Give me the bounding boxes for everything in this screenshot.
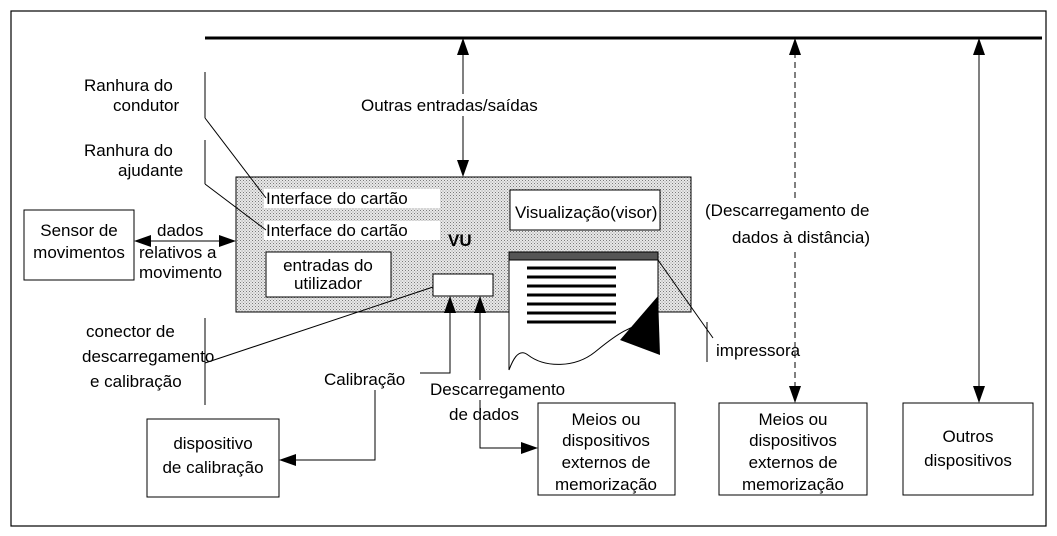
remote-label-2: dados à distância) xyxy=(732,228,870,247)
card-interface-2-box xyxy=(264,221,440,240)
calibration-device-label-1: dispositivo xyxy=(173,434,252,453)
connector-label-2: descarregamento xyxy=(82,347,214,366)
driver-slot-leader xyxy=(204,117,267,199)
display-box xyxy=(509,189,661,231)
other-io-label-bg xyxy=(355,94,570,116)
external-storage-2-label-4: memorização xyxy=(742,475,844,494)
user-inputs-label-1: entradas do xyxy=(283,256,373,275)
external-storage-1-label-1: Meios ou xyxy=(572,410,641,429)
external-storage-2-label-1: Meios ou xyxy=(759,410,828,429)
arrowhead xyxy=(219,235,236,247)
card-interface-2-label: Interface do cartão xyxy=(266,221,408,240)
download-label-1: Descarregamento xyxy=(430,380,565,399)
connector-label-1: conector de xyxy=(86,322,175,341)
motion-sensor-box xyxy=(23,209,135,281)
calibration-device-label-2: de calibração xyxy=(162,458,263,477)
other-devices-label-2: dispositivos xyxy=(924,451,1012,470)
external-storage-2-label-2: dispositivos xyxy=(749,431,837,450)
external-storage-box-1 xyxy=(537,402,676,496)
other-devices-label-1: Outros xyxy=(942,427,993,446)
arrowhead xyxy=(444,296,456,313)
printer-leader xyxy=(657,259,714,339)
display-label: Visualização(visor) xyxy=(515,203,657,222)
remote-label-bg xyxy=(702,200,932,248)
printer-label: impressora xyxy=(716,341,801,360)
paper-curl xyxy=(620,296,660,355)
other-devices-box xyxy=(902,402,1034,496)
external-storage-1-label-4: memorização xyxy=(555,475,657,494)
arrowhead xyxy=(457,38,469,55)
arrowhead xyxy=(474,296,486,313)
arrowhead xyxy=(134,235,151,247)
user-inputs-box xyxy=(265,251,392,298)
vu-label: VU xyxy=(448,231,472,250)
driver-slot-label-2: condutor xyxy=(113,96,179,115)
download-connector-box xyxy=(432,273,494,297)
arrowhead xyxy=(521,442,538,454)
arrowhead xyxy=(973,386,985,403)
codriver-slot-leader xyxy=(204,183,267,231)
calibration-label-bg xyxy=(322,368,420,390)
download-path xyxy=(479,312,521,449)
connector-leader xyxy=(204,286,434,364)
codriver-slot-label-1: Ranhura do xyxy=(84,141,173,160)
external-storage-1-label-2: dispositivos xyxy=(562,431,650,450)
motion-data-label-2: relativos a xyxy=(139,243,217,262)
arrowhead xyxy=(279,454,296,466)
motion-sensor-label-1: Sensor de xyxy=(40,221,118,240)
external-storage-box-2 xyxy=(718,402,868,496)
arrowhead xyxy=(789,386,801,403)
download-label-bg xyxy=(428,380,600,400)
arrowhead xyxy=(789,38,801,55)
download-label-2: de dados xyxy=(449,405,519,424)
external-storage-1-label-3: externos de xyxy=(562,453,651,472)
calibration-device-box xyxy=(146,418,280,498)
motion-data-label-1: dados xyxy=(157,221,203,240)
connector-label-3: e calibração xyxy=(90,372,182,391)
printer-slot xyxy=(508,251,659,261)
other-io-label: Outras entradas/saídas xyxy=(361,96,538,115)
codriver-slot-label-2: ajudante xyxy=(118,161,183,180)
remote-label-1: (Descarregamento de xyxy=(705,201,869,220)
motion-sensor-label-2: movimentos xyxy=(33,243,125,262)
arrowhead xyxy=(973,38,985,55)
motion-data-label-3: movimento xyxy=(139,263,222,282)
driver-slot-label-1: Ranhura do xyxy=(84,76,173,95)
external-storage-2-label-3: externos de xyxy=(749,453,838,472)
calibration-label: Calibração xyxy=(324,370,405,389)
arrowhead xyxy=(457,160,469,177)
card-interface-1-box xyxy=(264,189,440,208)
user-inputs-label-2: utilizador xyxy=(294,274,362,293)
card-interface-1-label: Interface do cartão xyxy=(266,189,408,208)
